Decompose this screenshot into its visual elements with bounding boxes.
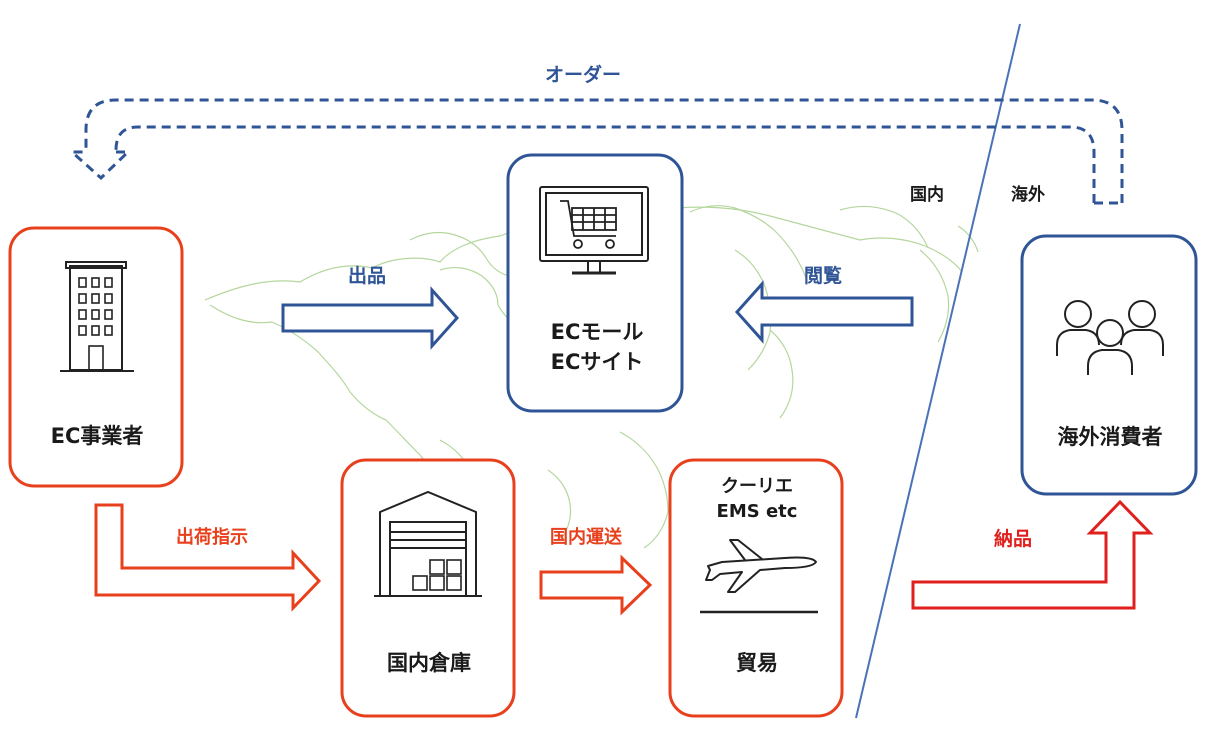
overseas-consumer-box [1020, 234, 1198, 496]
ec-mall-label-line1: ECモール [550, 320, 644, 344]
delivery-arrow [911, 499, 1154, 610]
trade-label: 貿易 [736, 651, 778, 675]
warehouse-box [340, 458, 516, 718]
shipping-instruction-label: 出荷指示 [176, 527, 248, 548]
order-arrow [68, 98, 1124, 205]
order-label: オーダー [544, 64, 622, 86]
shopping-cart-monitor-icon [539, 186, 649, 275]
trade-courier-label: クーリエ [721, 476, 793, 497]
ec-mall-box [506, 153, 684, 413]
domestic-transport-label: 国内運送 [550, 527, 622, 548]
ec-business-label: EC事業者 [50, 424, 144, 448]
trade-box [668, 458, 844, 718]
ec-business-box [8, 226, 184, 488]
ec-mall-label-line2: ECサイト [550, 350, 644, 374]
office-building-icon [60, 261, 134, 372]
delivery-label: 納品 [993, 528, 1033, 550]
region-overseas-label: 海外 [1011, 185, 1045, 205]
domestic-overseas-divider [855, 23, 1021, 719]
listing-label: 出品 [347, 265, 387, 287]
listing-arrow [281, 286, 460, 350]
airplane-icon [700, 539, 818, 614]
overseas-consumer-label: 海外消費者 [1057, 425, 1163, 449]
people-group-icon [1056, 300, 1164, 375]
trade-ems-label: EMS etc [716, 501, 798, 522]
browsing-label: 閲覧 [803, 265, 843, 287]
shipping-instruction-arrow [94, 503, 322, 612]
domestic-transport-arrow [539, 554, 653, 616]
region-domestic-label: 国内 [910, 185, 944, 205]
warehouse-icon [374, 490, 482, 597]
warehouse-label: 国内倉庫 [387, 651, 471, 675]
browsing-arrow [734, 280, 914, 344]
